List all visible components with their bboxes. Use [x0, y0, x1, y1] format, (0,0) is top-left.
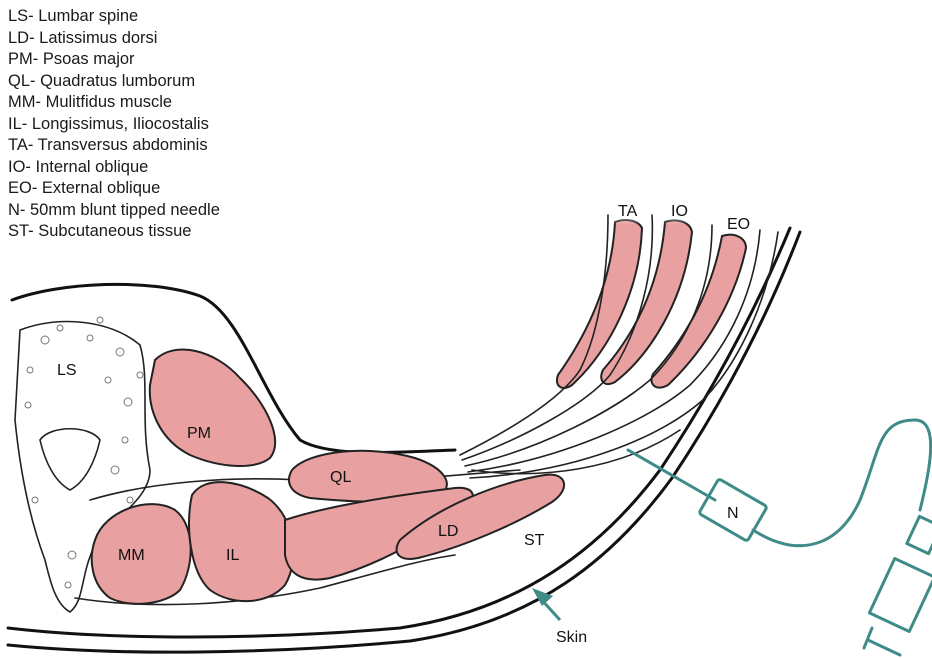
- spinal-canal: [40, 429, 100, 490]
- label-ld: LD: [438, 523, 458, 540]
- label-io: IO: [671, 203, 688, 220]
- syringe-tip: [907, 516, 932, 553]
- label-ta: TA: [618, 203, 638, 220]
- label-ls: LS: [57, 362, 77, 379]
- label-ql: QL: [330, 469, 351, 486]
- label-il: IL: [226, 547, 239, 564]
- skin-arrow-icon: [532, 588, 560, 620]
- syringe-plunger: [864, 628, 900, 655]
- label-pm: PM: [187, 425, 211, 442]
- abdominal-layer-6: [472, 430, 680, 474]
- label-skin: Skin: [556, 629, 587, 646]
- label-st: ST: [524, 532, 545, 549]
- label-needle: N: [727, 505, 739, 522]
- label-eo: EO: [727, 216, 750, 233]
- needle: [628, 420, 932, 655]
- label-mm: MM: [118, 547, 145, 564]
- longissimus-iliocostalis-muscle: [189, 482, 293, 601]
- needle-tubing: [753, 420, 931, 546]
- syringe-barrel: [869, 559, 932, 632]
